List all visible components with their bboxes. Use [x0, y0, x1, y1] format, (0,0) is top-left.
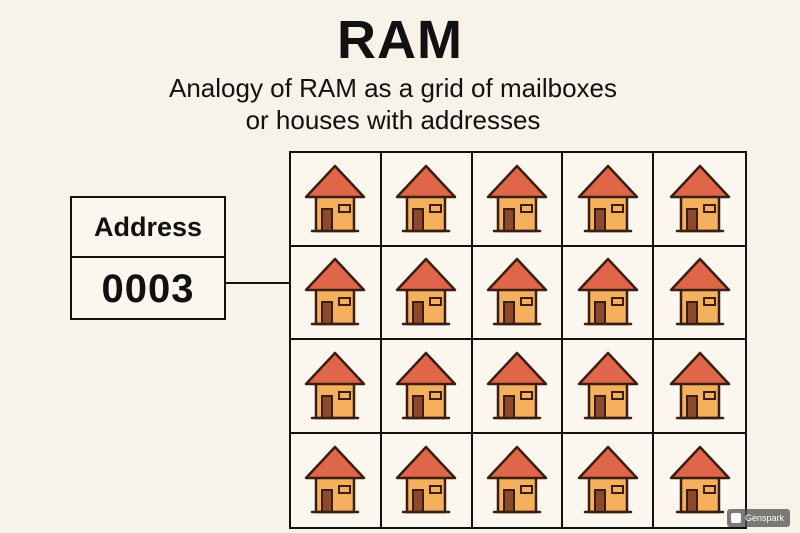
memory-cell — [654, 434, 745, 528]
house-icon — [575, 444, 641, 516]
memory-cell — [291, 340, 382, 434]
watermark-text: Genspark — [744, 513, 784, 523]
diagram-title: RAM — [337, 10, 463, 70]
house-icon — [667, 163, 733, 235]
memory-cell — [291, 433, 382, 527]
house-icon — [667, 444, 733, 516]
house-icon — [484, 163, 550, 235]
address-value: 0003 — [101, 266, 195, 311]
subtitle-line-2: or houses with addresses — [245, 105, 541, 135]
memory-cell — [382, 433, 473, 527]
ram-grid — [289, 151, 747, 529]
memory-cell — [381, 246, 473, 340]
house-icon — [393, 350, 459, 422]
memory-cell — [381, 153, 473, 247]
house-icon — [302, 163, 368, 235]
house-icon — [302, 444, 368, 516]
memory-cell — [472, 246, 564, 340]
memory-cell — [563, 433, 655, 527]
address-label: Address — [72, 198, 224, 258]
memory-cell — [291, 246, 382, 340]
house-icon — [302, 256, 368, 328]
house-icon — [484, 350, 550, 422]
house-icon — [393, 163, 459, 235]
memory-cell — [563, 246, 655, 340]
memory-cell — [381, 340, 473, 434]
house-icon — [393, 444, 459, 516]
subtitle-line-1: Analogy of RAM as a grid of mailboxes — [169, 73, 617, 103]
house-icon — [667, 350, 733, 422]
memory-cell — [563, 153, 655, 247]
house-icon — [393, 256, 459, 328]
memory-cell — [563, 340, 655, 434]
house-icon — [302, 350, 368, 422]
house-icon — [575, 350, 641, 422]
house-icon — [484, 444, 550, 516]
house-icon — [575, 256, 641, 328]
memory-cell — [654, 340, 745, 434]
memory-cell — [654, 153, 745, 247]
diagram-subtitle: Analogy of RAM as a grid of mailboxes or… — [0, 72, 786, 136]
memory-cell — [472, 340, 564, 434]
house-icon — [575, 163, 641, 235]
watermark: Genspark — [726, 509, 790, 527]
house-icon — [667, 256, 733, 328]
genspark-logo-icon — [730, 513, 741, 523]
memory-cell — [473, 433, 564, 527]
memory-cell — [654, 247, 745, 340]
memory-cell — [291, 153, 382, 247]
address-box: Address 0003 — [70, 196, 226, 320]
memory-cell — [472, 153, 564, 247]
house-icon — [484, 256, 550, 328]
address-connector-line — [226, 282, 306, 284]
